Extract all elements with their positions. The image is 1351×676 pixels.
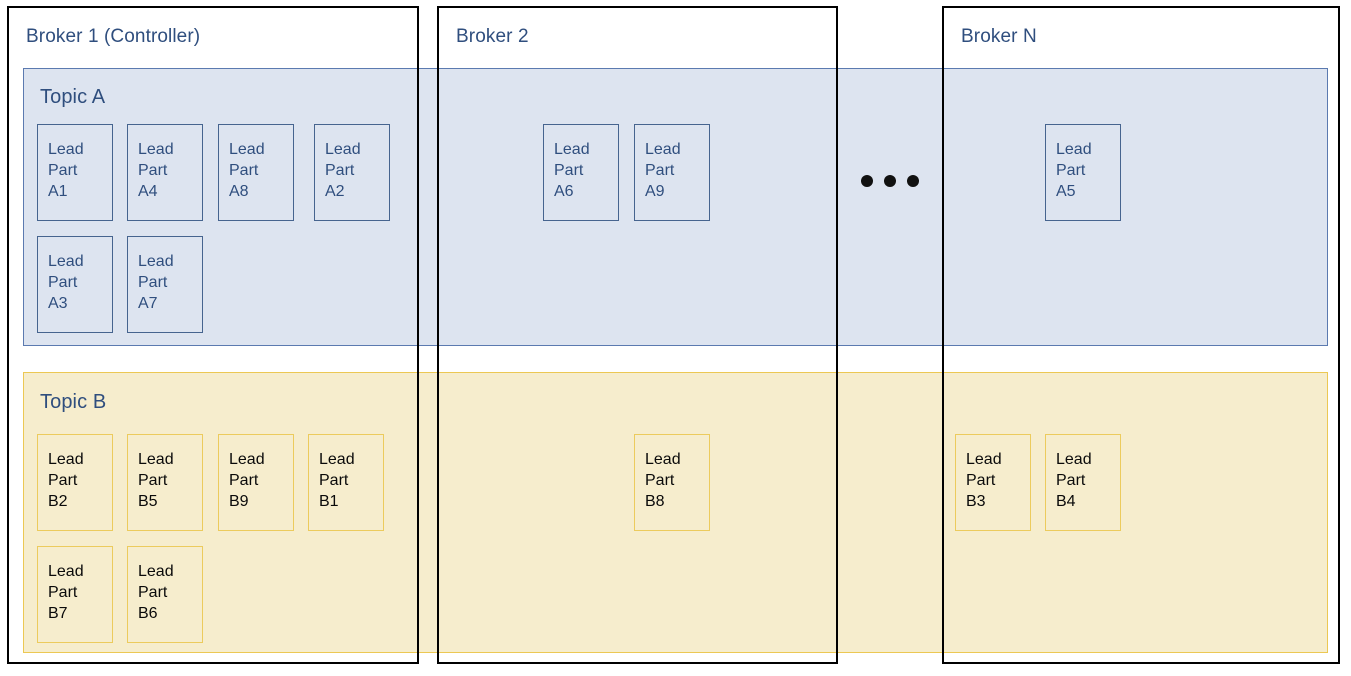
- partition-box-b2[interactable]: Lead Part B2: [37, 434, 113, 531]
- partition-line-3: A1: [48, 183, 68, 200]
- partition-line-2: Part: [1056, 472, 1086, 489]
- partition-line-1: Lead: [138, 563, 174, 580]
- partition-line-1: Lead: [1056, 141, 1092, 158]
- partition-line-3: A5: [1056, 183, 1076, 200]
- partition-box-a5[interactable]: Lead Part A5: [1045, 124, 1121, 221]
- partition-box-a3[interactable]: Lead Part A3: [37, 236, 113, 333]
- partition-line-1: Lead: [48, 451, 84, 468]
- partition-line-1: Lead: [229, 451, 265, 468]
- partition-box-a9[interactable]: Lead Part A9: [634, 124, 710, 221]
- partition-line-3: A4: [138, 183, 158, 200]
- partition-line-3: A2: [325, 183, 345, 200]
- partition-line-2: Part: [138, 162, 168, 179]
- partition-line-2: Part: [554, 162, 584, 179]
- partition-box-a7[interactable]: Lead Part A7: [127, 236, 203, 333]
- partition-box-b8[interactable]: Lead Part B8: [634, 434, 710, 531]
- partition-line-3: B3: [966, 493, 986, 510]
- partition-line-1: Lead: [48, 563, 84, 580]
- partition-box-b7[interactable]: Lead Part B7: [37, 546, 113, 643]
- partition-line-3: B6: [138, 605, 158, 622]
- broker-title-broker-1: Broker 1 (Controller): [26, 26, 201, 47]
- partition-line-2: Part: [48, 584, 78, 601]
- partition-line-3: B2: [48, 493, 68, 510]
- partition-box-a1[interactable]: Lead Part A1: [37, 124, 113, 221]
- partition-line-3: A3: [48, 295, 68, 312]
- partition-line-3: A6: [554, 183, 574, 200]
- partition-line-2: Part: [48, 472, 78, 489]
- partition-line-1: Lead: [966, 451, 1002, 468]
- partition-box-b6[interactable]: Lead Part B6: [127, 546, 203, 643]
- partition-line-3: B9: [229, 493, 249, 510]
- partition-line-3: B7: [48, 605, 68, 622]
- partition-line-1: Lead: [48, 253, 84, 270]
- partition-line-2: Part: [138, 274, 168, 291]
- ellipsis-dot-3: [907, 175, 919, 187]
- ellipsis-dot-1: [861, 175, 873, 187]
- partition-line-2: Part: [645, 162, 675, 179]
- partition-line-1: Lead: [138, 141, 174, 158]
- partition-box-b5[interactable]: Lead Part B5: [127, 434, 203, 531]
- partition-line-3: A9: [645, 183, 665, 200]
- partition-box-b1[interactable]: Lead Part B1: [308, 434, 384, 531]
- partition-line-2: Part: [229, 162, 259, 179]
- partition-line-1: Lead: [645, 451, 681, 468]
- partition-line-3: A7: [138, 295, 158, 312]
- ellipsis-dot-2: [884, 175, 896, 187]
- partition-line-3: B4: [1056, 493, 1076, 510]
- topic-b-label: Topic B: [40, 391, 107, 413]
- partition-line-3: B5: [138, 493, 158, 510]
- partition-box-a4[interactable]: Lead Part A4: [127, 124, 203, 221]
- broker-box-broker-2: [437, 6, 838, 664]
- partition-line-2: Part: [229, 472, 259, 489]
- partition-line-1: Lead: [1056, 451, 1092, 468]
- partition-line-2: Part: [48, 162, 78, 179]
- partition-line-1: Lead: [645, 141, 681, 158]
- partition-line-2: Part: [48, 274, 78, 291]
- partition-box-a6[interactable]: Lead Part A6: [543, 124, 619, 221]
- partition-line-1: Lead: [554, 141, 590, 158]
- partition-box-b3[interactable]: Lead Part B3: [955, 434, 1031, 531]
- partition-line-1: Lead: [138, 253, 174, 270]
- partition-line-3: A8: [229, 183, 249, 200]
- partition-box-a8[interactable]: Lead Part A8: [218, 124, 294, 221]
- partition-line-1: Lead: [325, 141, 361, 158]
- partition-line-2: Part: [319, 472, 349, 489]
- partition-line-1: Lead: [229, 141, 265, 158]
- partition-line-2: Part: [138, 584, 168, 601]
- broker-box-broker-n: [942, 6, 1340, 664]
- broker-title-broker-2: Broker 2: [456, 26, 529, 47]
- partition-line-2: Part: [138, 472, 168, 489]
- partition-box-b4[interactable]: Lead Part B4: [1045, 434, 1121, 531]
- ellipsis-more-brokers: [861, 175, 931, 187]
- partition-line-2: Part: [966, 472, 996, 489]
- partition-line-2: Part: [325, 162, 355, 179]
- broker-title-broker-n: Broker N: [961, 26, 1037, 47]
- partition-box-b9[interactable]: Lead Part B9: [218, 434, 294, 531]
- partition-line-2: Part: [1056, 162, 1086, 179]
- partition-box-a2[interactable]: Lead Part A2: [314, 124, 390, 221]
- partition-line-1: Lead: [48, 141, 84, 158]
- partition-line-1: Lead: [319, 451, 355, 468]
- topic-a-label: Topic A: [40, 86, 106, 108]
- broker-box-broker-1: [7, 6, 419, 664]
- partition-line-3: B1: [319, 493, 339, 510]
- partition-line-2: Part: [645, 472, 675, 489]
- partition-line-1: Lead: [138, 451, 174, 468]
- partition-line-3: B8: [645, 493, 665, 510]
